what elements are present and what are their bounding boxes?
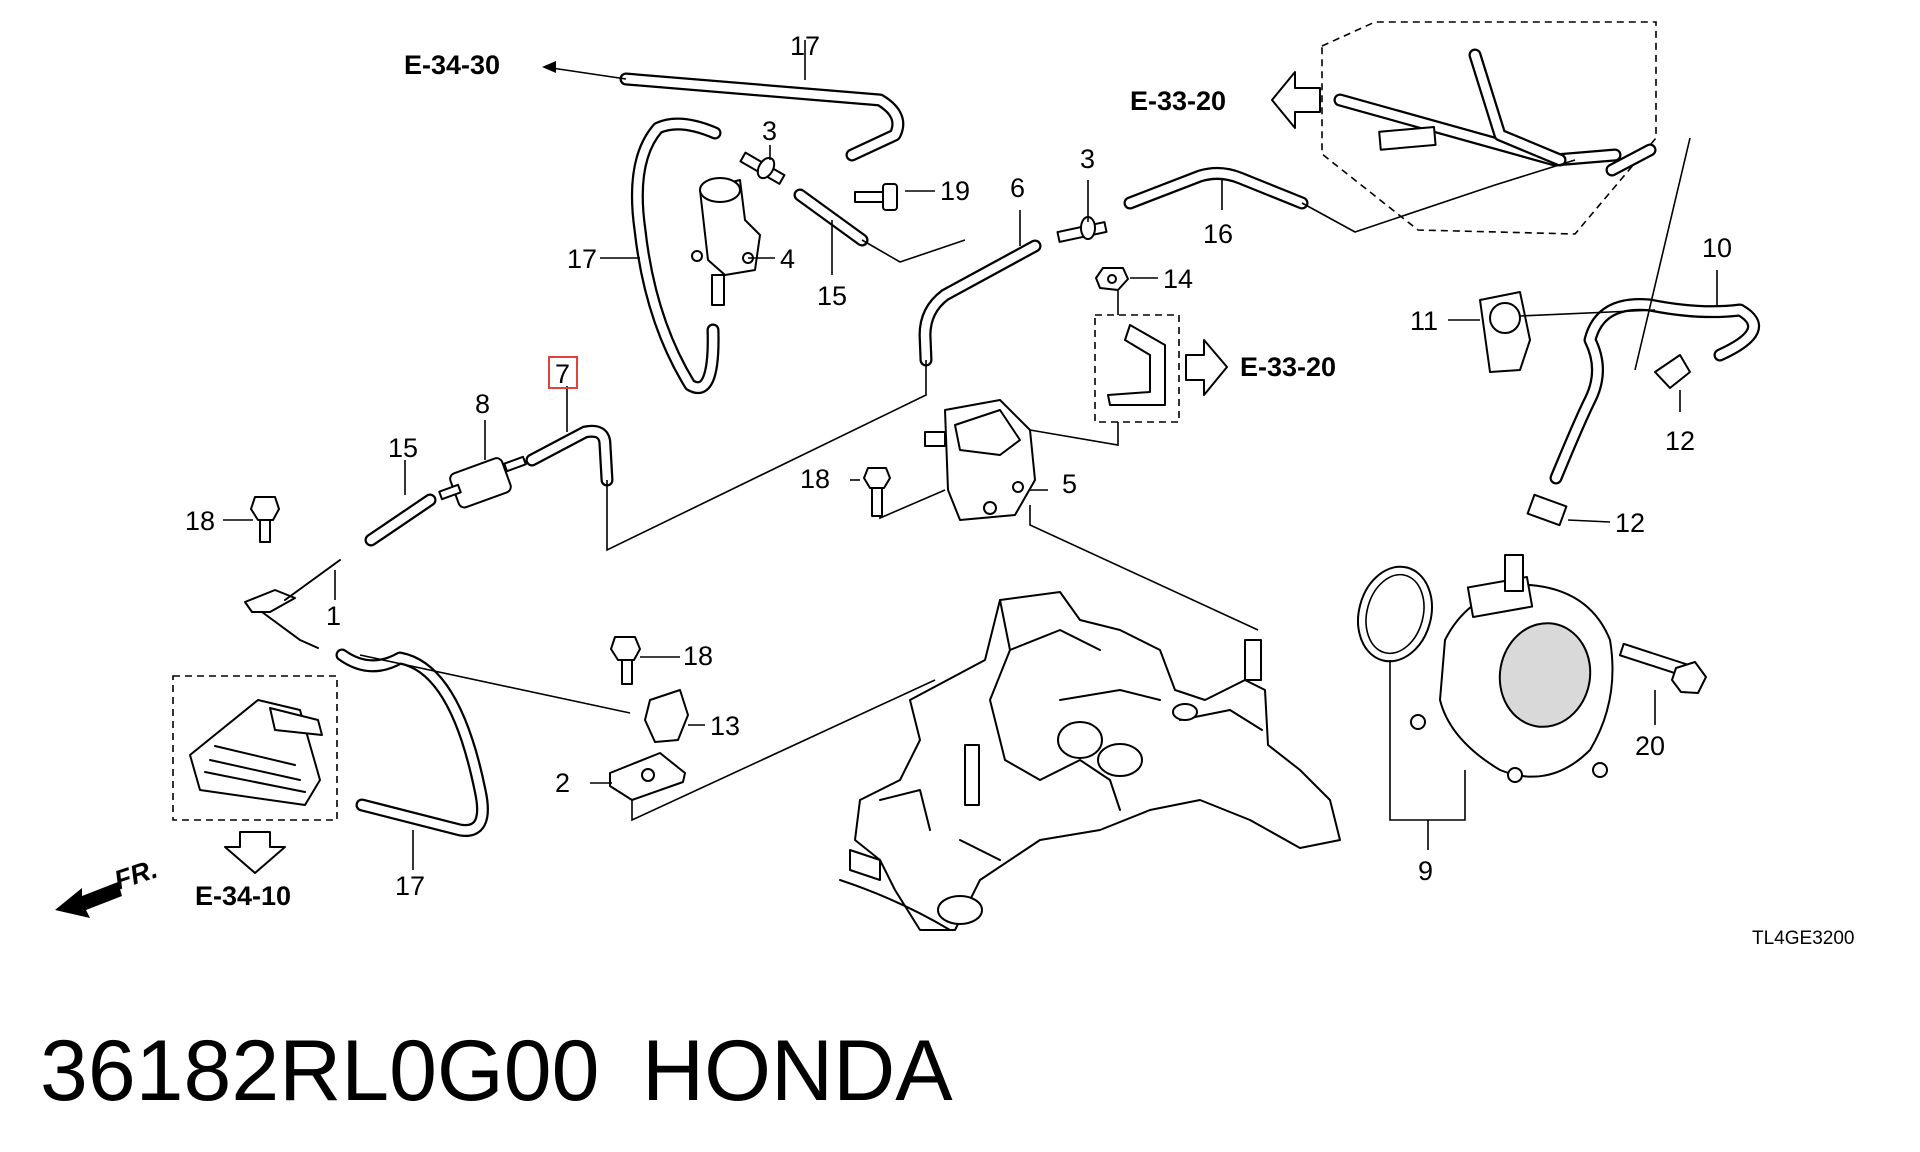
callout-18a: 18	[185, 506, 215, 536]
hose-6	[918, 239, 1042, 367]
arrow-e3320-top	[1271, 71, 1321, 129]
ref-e3410: E-34-10	[195, 881, 291, 911]
front-label: FR.	[111, 854, 162, 896]
callout-11: 11	[1410, 306, 1438, 336]
callout-20: 20	[1635, 731, 1665, 761]
hose-17-top	[619, 72, 905, 162]
callout-7-highlight	[548, 356, 578, 389]
filter-8	[438, 455, 527, 509]
hose-10	[1549, 297, 1761, 485]
boot-assembly	[189, 699, 323, 806]
diagram-code: TL4GE3200	[1752, 928, 1854, 949]
hose-17-bottom	[335, 648, 489, 837]
hose-17-loop	[630, 117, 722, 395]
clamp-11	[1479, 291, 1531, 373]
callout-8: 8	[475, 389, 490, 419]
dashed-box-boot	[172, 675, 338, 821]
bracket-dashed	[1107, 324, 1166, 406]
engine-block	[839, 591, 1341, 931]
callout-9: 9	[1418, 856, 1433, 886]
clip-12-upper	[1654, 354, 1691, 389]
callout-17b: 17	[567, 244, 597, 274]
callout-3b: 3	[1080, 144, 1095, 174]
callout-17a: 17	[790, 31, 820, 61]
callout-12a: 12	[1665, 426, 1695, 456]
pipe-bracket-1	[244, 559, 341, 649]
dashed-box-bracket-14	[1094, 314, 1180, 423]
hose-15-upper	[793, 188, 869, 247]
callout-12b: 12	[1615, 508, 1645, 538]
callout-13: 13	[710, 711, 740, 741]
clip-12-lower	[1526, 493, 1568, 527]
vacuum-pump-9	[1410, 554, 1614, 783]
callout-10: 10	[1702, 233, 1732, 263]
front-arrow	[55, 882, 122, 918]
callout-19: 19	[940, 176, 970, 206]
o-ring-9	[1357, 565, 1433, 663]
bolt-18-lower	[610, 636, 641, 685]
bolt-19	[854, 183, 898, 211]
bracket-2	[609, 752, 686, 801]
connector-3-upper	[739, 151, 786, 185]
callout-4: 4	[780, 244, 795, 274]
callout-18c: 18	[683, 641, 713, 671]
callout-16: 16	[1203, 219, 1233, 249]
ref-e3430: E-34-30	[404, 50, 500, 80]
leader-lines	[223, 40, 1718, 870]
arrow-e3410	[224, 831, 286, 874]
callout-17c: 17	[395, 871, 425, 901]
arrow-e3430	[542, 61, 556, 73]
callout-14: 14	[1163, 264, 1193, 294]
callout-1: 1	[326, 601, 341, 631]
callout-7: 7	[555, 359, 570, 389]
brand-name: HONDA	[642, 1023, 953, 1119]
bolt-20	[1618, 642, 1707, 694]
callout-3a: 3	[762, 116, 777, 146]
ref-e3320-mid: E-33-20	[1240, 352, 1336, 382]
solenoid-valve-4	[691, 177, 761, 306]
hose-7	[525, 424, 614, 487]
arrow-e3320-mid	[1185, 339, 1228, 396]
callout-18b: 18	[800, 464, 830, 494]
hose-15-lower	[364, 493, 437, 547]
callout-15b: 15	[388, 433, 418, 463]
bolt-18-mid	[863, 467, 891, 517]
callout-2: 2	[555, 768, 570, 798]
callout-6: 6	[1010, 173, 1025, 203]
connector-3-mid	[1056, 216, 1108, 243]
solenoid-5	[924, 399, 1036, 521]
clip-13	[644, 689, 689, 743]
callout-15a: 15	[817, 281, 847, 311]
nut-14	[1095, 267, 1129, 291]
part-number: 36182RL0G00	[40, 1023, 599, 1119]
water-pipe-assembly	[1333, 48, 1657, 177]
callout-5: 5	[1062, 469, 1077, 499]
hose-16	[1123, 166, 1309, 210]
ref-e3320-top: E-33-20	[1130, 86, 1226, 116]
dashed-box-water-pipe	[1321, 21, 1657, 235]
bolt-18-left	[250, 496, 280, 543]
